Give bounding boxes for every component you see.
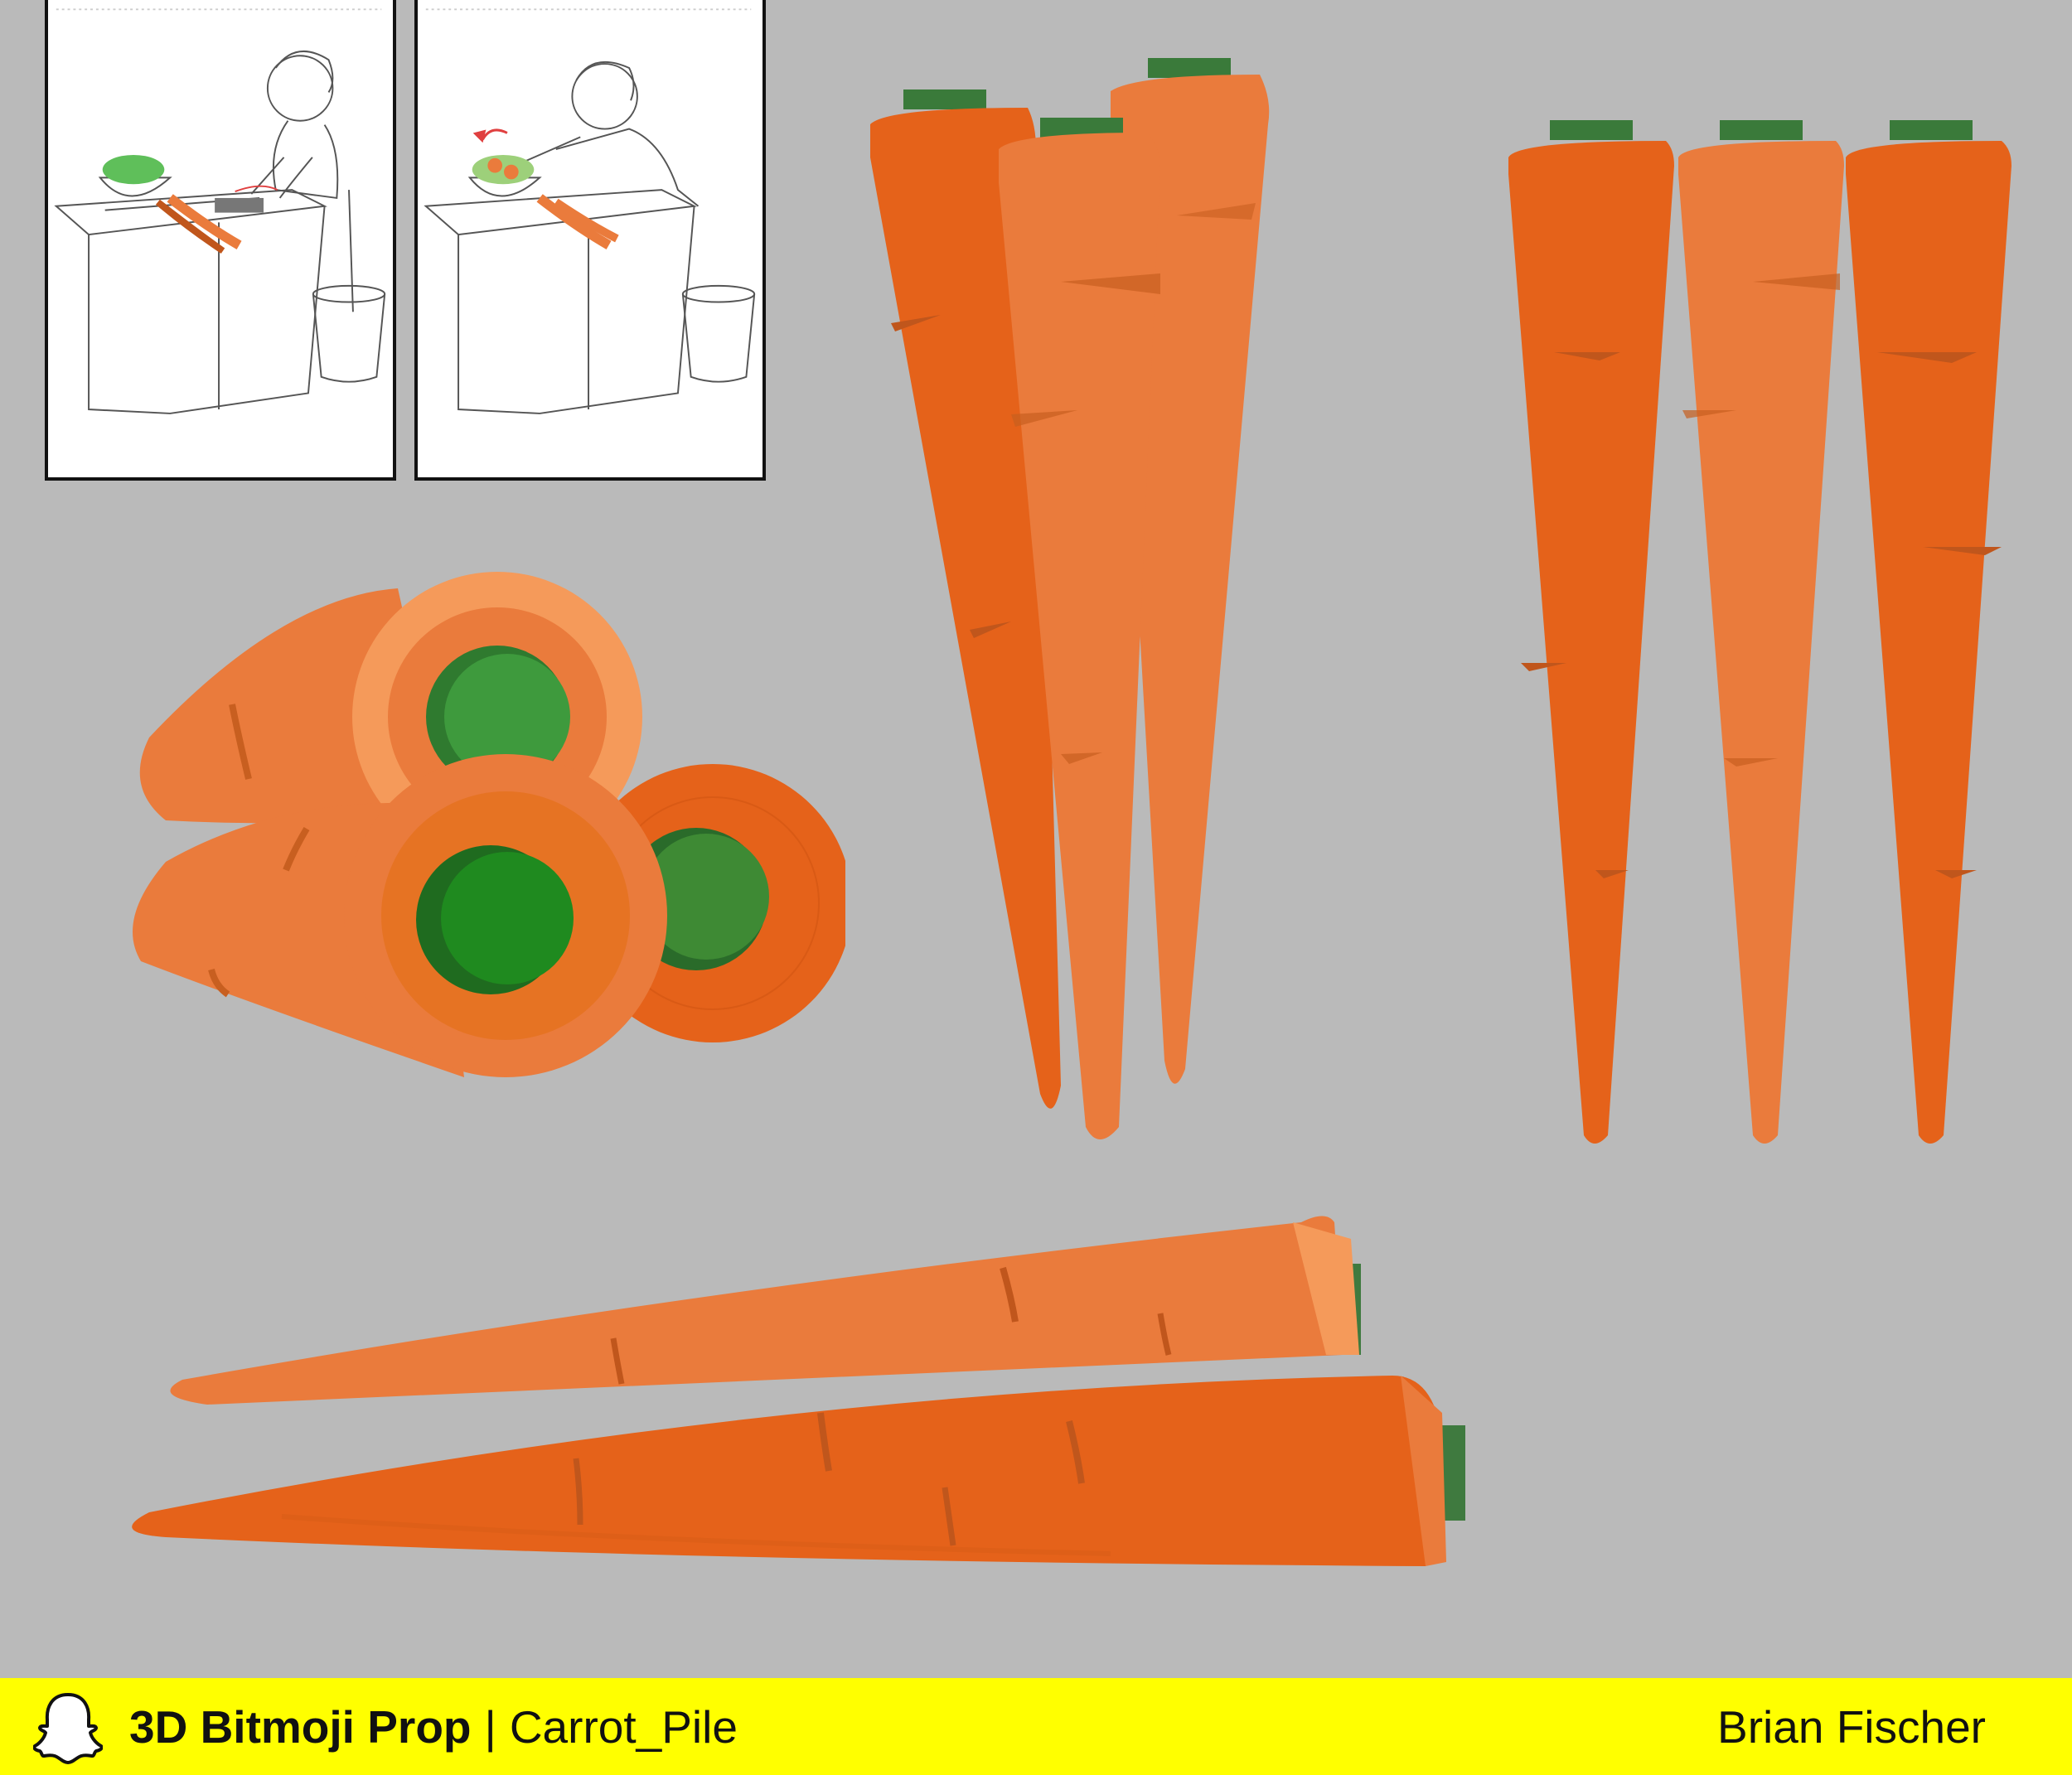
snapchat-ghost-icon [33,1693,103,1764]
bowl-greens [102,154,165,185]
prop-title: 3D Bitmoji Prop | Carrot_Pile [129,1678,738,1775]
knife [215,197,264,213]
carrot-side-view-illustration [132,1216,1465,1566]
carrot-top-view-illustration [133,572,845,1077]
storyboard-panel-chopping [45,0,396,481]
footer-bar: 3D Bitmoji Prop | Carrot_Pile Brian Fisc… [0,1678,2072,1775]
storyboard-sketch-chopping [54,8,386,414]
carrot-bunch-front-illustration [1508,120,2011,1144]
carrot-bunch-angled-illustration [870,58,1270,1139]
prop-name-label: Carrot_Pile [509,1700,738,1753]
title-separator: | [484,1700,496,1753]
storyboard-panel-serving [414,0,766,481]
artwork-canvas [45,0,2011,1566]
storyboard-sketch-serving [424,8,756,414]
author-name: Brian Fischer [1717,1700,1986,1753]
title-bold-label: 3D Bitmoji Prop [129,1700,472,1753]
